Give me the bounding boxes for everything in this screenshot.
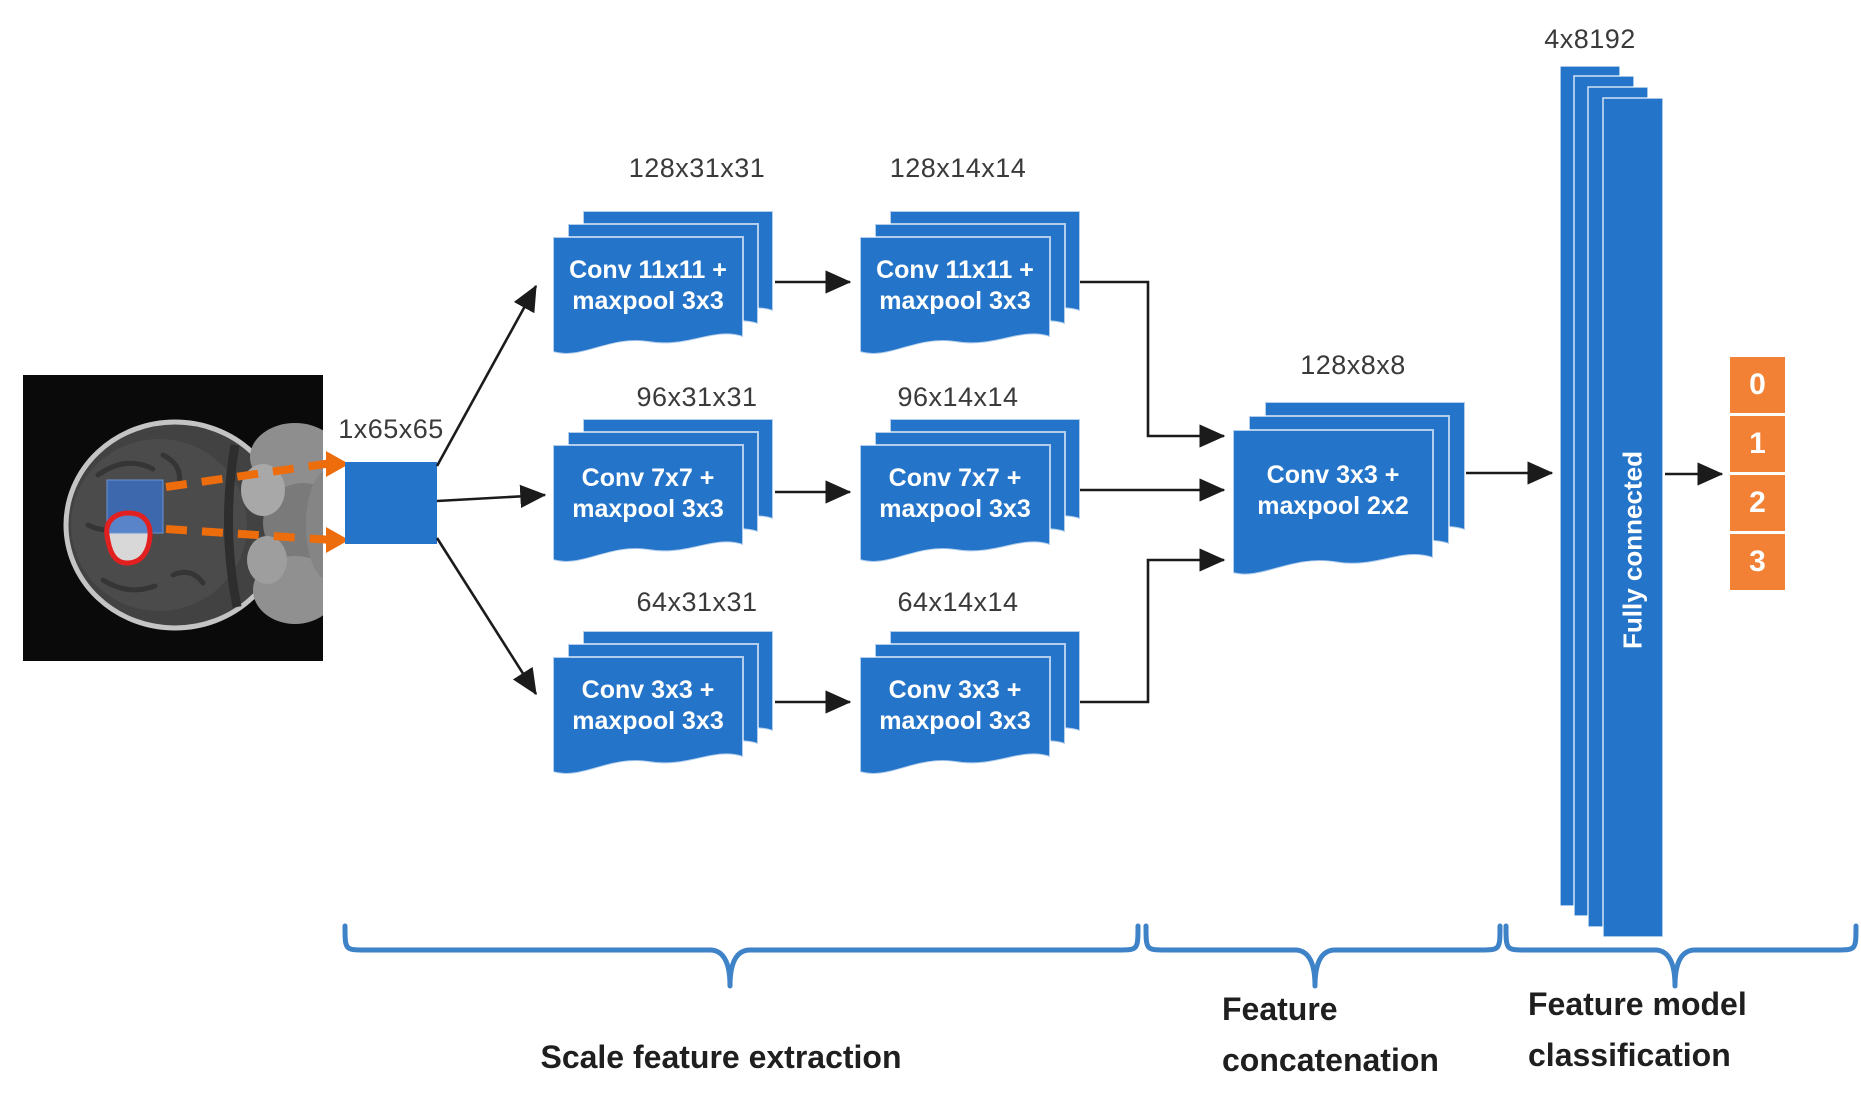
connector-row3-to-concat bbox=[1080, 548, 1226, 704]
mri-brain-image bbox=[23, 375, 323, 661]
patch-selection-rect bbox=[106, 479, 164, 534]
conv-line1: Conv 3x3 + bbox=[581, 676, 715, 704]
conv-block-row3-stage2 bbox=[859, 630, 1081, 775]
dim-label-fc: 4x8192 bbox=[1544, 24, 1636, 54]
stage-line2: concatenation bbox=[1222, 1042, 1439, 1078]
input-dim-label: 1x65x65 bbox=[338, 414, 444, 444]
output-class-2: 2 bbox=[1730, 475, 1785, 531]
conv-text-row2-stage1: Conv 7x7 + maxpool 3x3 bbox=[553, 463, 743, 525]
dashed-line-bottom bbox=[165, 525, 333, 544]
branch-arrows bbox=[435, 284, 547, 696]
orange-arrowhead-icon bbox=[326, 451, 349, 477]
conv-text-row3-stage2: Conv 3x3 + maxpool 3x3 bbox=[860, 675, 1050, 737]
dim-label-row3-stage1: 64x31x31 bbox=[636, 587, 758, 617]
dim-label-row1-stage1: 128x31x31 bbox=[628, 153, 766, 183]
stage-line2: classification bbox=[1528, 1037, 1731, 1073]
conv-line1: Conv 7x7 + bbox=[581, 464, 715, 492]
conv-line2: maxpool 3x3 bbox=[879, 287, 1031, 315]
dim-label-row3-stage2: 64x14x14 bbox=[897, 587, 1019, 617]
conv-text-concat: Conv 3x3 + maxpool 2x2 bbox=[1233, 460, 1433, 522]
connector-row1-to-concat bbox=[1080, 280, 1226, 448]
conv-block-row3-stage1 bbox=[552, 630, 774, 775]
brain-midline bbox=[223, 444, 242, 608]
fc-bar-front bbox=[1602, 97, 1664, 938]
brace-feature-concatenation bbox=[1143, 923, 1503, 989]
conv-text-row3-stage1: Conv 3x3 + maxpool 3x3 bbox=[553, 675, 743, 737]
dim-label-concat: 128x8x8 bbox=[1300, 350, 1406, 380]
conv-text-row2-stage2: Conv 7x7 + maxpool 3x3 bbox=[860, 463, 1050, 525]
dashed-line-top bbox=[165, 459, 333, 491]
arrow-to-branch1 bbox=[435, 284, 538, 467]
orbit bbox=[247, 536, 287, 584]
stage-line1: Feature model bbox=[1528, 986, 1747, 1022]
stage-line1: Feature bbox=[1222, 991, 1338, 1027]
tumor-contour bbox=[104, 510, 153, 566]
dim-label-row2-stage2: 96x14x14 bbox=[897, 382, 1019, 412]
conv-line2: maxpool 2x2 bbox=[1257, 492, 1409, 520]
conv-line2: maxpool 3x3 bbox=[572, 287, 724, 315]
conv-text-row1-stage2: Conv 11x11 + maxpool 3x3 bbox=[860, 255, 1050, 317]
conv-line1: Conv 7x7 + bbox=[888, 464, 1022, 492]
dim-label-row2-stage1: 96x31x31 bbox=[636, 382, 758, 412]
conv-block-row2-stage2 bbox=[859, 418, 1081, 563]
orange-arrowhead-icon bbox=[326, 527, 349, 553]
stage-label-extraction: Scale feature extraction bbox=[540, 1039, 902, 1075]
conv-line1: Conv 3x3 + bbox=[1266, 461, 1400, 489]
fully-connected-label: Fully connected bbox=[1617, 451, 1648, 649]
brace-scale-feature-extraction bbox=[342, 923, 1141, 989]
concat-conv-block bbox=[1232, 401, 1466, 576]
conv-line2: maxpool 3x3 bbox=[572, 707, 724, 735]
output-class-3: 3 bbox=[1730, 534, 1785, 590]
stage-label-concatenation: Feature concatenation bbox=[1222, 984, 1439, 1086]
dim-label-row1-stage2: 128x14x14 bbox=[889, 153, 1027, 183]
conv-block-row1-stage2 bbox=[859, 210, 1081, 355]
conv-line1: Conv 11x11 + bbox=[876, 256, 1034, 284]
stage-braces bbox=[342, 923, 1859, 989]
conv-stacks bbox=[552, 210, 1466, 775]
arrow-to-branch2 bbox=[436, 484, 547, 509]
conv-text-row1-stage1: Conv 11x11 + maxpool 3x3 bbox=[553, 255, 743, 317]
fully-connected-stack bbox=[1559, 65, 1664, 938]
conv-block-row1-stage1 bbox=[552, 210, 774, 355]
conv-line2: maxpool 3x3 bbox=[572, 495, 724, 523]
patch-extraction-lines bbox=[165, 451, 349, 553]
conv-line1: Conv 11x11 + bbox=[569, 256, 727, 284]
brace-feature-model-classification bbox=[1503, 923, 1859, 989]
stage-label-classification: Feature model classification bbox=[1528, 979, 1747, 1081]
conv-block-row2-stage1 bbox=[552, 418, 774, 563]
stage-arrows bbox=[775, 270, 1724, 714]
conv-line1: Conv 3x3 + bbox=[888, 676, 1022, 704]
output-class-1: 1 bbox=[1730, 416, 1785, 472]
output-class-0: 0 bbox=[1730, 357, 1785, 413]
nose-region bbox=[306, 471, 323, 579]
conv-line2: maxpool 3x3 bbox=[879, 707, 1031, 735]
output-class-stack: 0 1 2 3 bbox=[1730, 357, 1785, 593]
conv-line2: maxpool 3x3 bbox=[879, 495, 1031, 523]
input-patch-block bbox=[345, 462, 437, 544]
arrow-to-branch3 bbox=[435, 537, 538, 696]
